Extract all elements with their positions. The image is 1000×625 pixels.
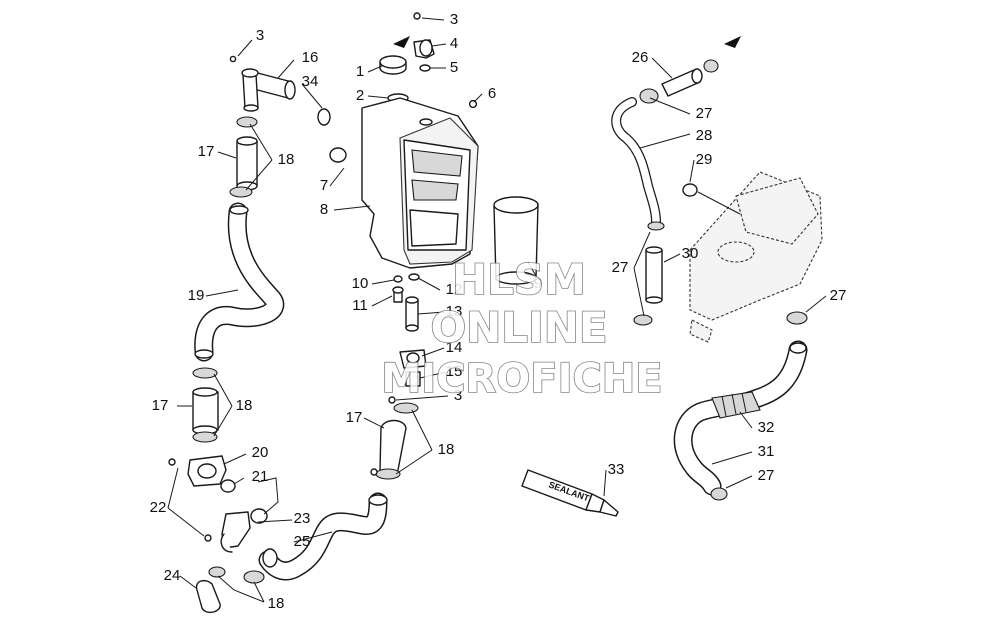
callout-21: 21	[252, 468, 269, 485]
o-ring-5	[419, 64, 431, 72]
callout-14: 14	[446, 339, 463, 356]
callout-31: 31	[758, 443, 775, 460]
callout-33: 33	[608, 461, 625, 478]
callout-16: 16	[302, 49, 319, 66]
watermark-line1: HLSM	[452, 255, 586, 304]
callout-20: 20	[252, 444, 269, 461]
callout-11: 11	[352, 297, 368, 314]
callout-12: 12	[446, 281, 463, 298]
callout-1: 1	[356, 63, 364, 80]
reservoir-housing	[689, 171, 823, 343]
flange-20	[168, 455, 227, 487]
callout-5: 5	[450, 59, 458, 76]
callout-25: 25	[294, 533, 311, 550]
callout-32: 32	[758, 419, 775, 436]
hose-25	[258, 492, 388, 581]
callout-34: 34	[302, 73, 319, 90]
callout-2: 2	[356, 87, 364, 104]
callout-18: 18	[438, 441, 455, 458]
watermark: HLSM ONLINE MICROFICHE	[381, 254, 664, 403]
callout-18: 18	[236, 397, 253, 414]
callout-27: 27	[758, 467, 775, 484]
callout-24: 24	[164, 567, 181, 584]
hose-17-center	[370, 402, 419, 480]
callout-30: 30	[682, 245, 699, 262]
callout-26: 26	[632, 49, 649, 66]
callout-28: 28	[696, 127, 713, 144]
watermark-line2: ONLINE	[430, 303, 607, 352]
gasket-21	[220, 479, 236, 493]
filter-9	[493, 196, 539, 285]
hose-19	[194, 202, 285, 362]
callout-numbers: 3 16 34 17 18 19 17 18 20 21 22 23 25 24…	[150, 11, 847, 612]
callout-17: 17	[346, 409, 363, 426]
callout-9: 9	[534, 275, 542, 292]
clamp-27-right	[786, 311, 808, 325]
hose-28	[611, 97, 665, 231]
bolt-6	[468, 99, 478, 109]
callout-3: 3	[256, 27, 264, 44]
tank-body-8	[361, 97, 479, 269]
elbow-fitting-16	[229, 55, 296, 112]
callout-17: 17	[198, 143, 215, 160]
callout-13: 13	[446, 303, 463, 320]
callout-23: 23	[294, 510, 311, 527]
hose-30	[633, 246, 663, 326]
watermark-line3: MICROFICHE	[381, 356, 662, 402]
right-assembly: SEALANT	[521, 59, 823, 517]
callout-15: 15	[446, 363, 463, 380]
callout-18: 18	[268, 595, 285, 612]
leader-lines	[167, 17, 827, 603]
left-hose-assembly	[168, 55, 331, 614]
o-ring-34	[317, 108, 331, 126]
drain-parts	[388, 273, 427, 404]
callout-10: 10	[352, 275, 369, 292]
filler-cap-1	[379, 55, 407, 75]
callout-8: 8	[320, 201, 328, 218]
grommet-7	[329, 147, 347, 163]
hose-17-lower	[192, 367, 219, 443]
callout-7: 7	[320, 177, 328, 194]
flow-arrow-icon	[724, 36, 741, 48]
callout-29: 29	[696, 151, 713, 168]
callout-3: 3	[454, 387, 462, 404]
callout-18: 18	[278, 151, 295, 168]
oil-tank-assembly	[258, 12, 539, 581]
callout-27: 27	[612, 259, 629, 276]
callout-19: 19	[188, 287, 205, 304]
elbow-23	[204, 508, 268, 553]
callout-22: 22	[150, 499, 167, 516]
hose-26	[639, 59, 719, 104]
fitting-4	[413, 12, 435, 59]
cap-24	[195, 566, 265, 614]
callout-3: 3	[450, 11, 458, 28]
hose-32-31	[673, 340, 808, 501]
flow-arrow-icon	[393, 36, 410, 48]
callout-17: 17	[152, 397, 169, 414]
grommet-29	[682, 183, 698, 197]
sealant-tube-33: SEALANT	[521, 469, 619, 517]
callout-6: 6	[488, 85, 496, 102]
callout-4: 4	[450, 35, 458, 52]
callout-27: 27	[830, 287, 847, 304]
callout-27: 27	[696, 105, 713, 122]
